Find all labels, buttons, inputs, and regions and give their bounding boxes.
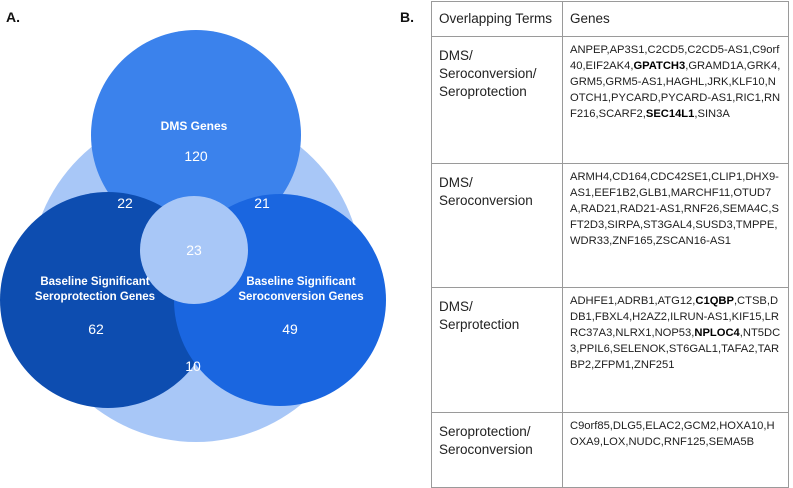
overlap-term-line: DMS/ <box>439 299 473 314</box>
seroprotection-label-line1: Baseline Significant <box>40 276 149 288</box>
highlighted-gene: SEC14L1 <box>645 108 695 120</box>
gene-list-text: ,GRAMD1A,GRK4,GRM5,GRM5-AS1,HAGHL,JRK,KL… <box>570 60 781 120</box>
gene-list-cell: ADHFE1,ADRB1,ATG12,C1QBP,CTSB,DDB1,FBXL4… <box>562 287 789 413</box>
panel-b-label: B. <box>400 9 414 25</box>
header-genes: Genes <box>562 1 789 37</box>
overlap-term-line: DMS/ <box>439 175 473 190</box>
gene-list-text: ADHFE1,ADRB1,ATG12, <box>570 295 696 307</box>
overlap-term-line: Seroconversion/ <box>439 66 537 81</box>
gene-list-text: ,SIN3A <box>694 108 730 120</box>
gene-list-cell: C9orf85,DLG5,ELAC2,GCM2,HOXA10,HOXA9,LOX… <box>562 412 789 488</box>
overlap-term-line: Serprotection <box>439 317 520 332</box>
gene-list-text: ,CTSB,DDB1,FBXL4,H2AZ2,ILRUN-AS1,KIF15,L… <box>570 295 779 339</box>
gene-list-cell: ANPEP,AP3S1,C2CD5,C2CD5-AS1,C9orf40,EIF2… <box>562 36 789 164</box>
venn-set-dms-circle <box>91 30 301 240</box>
dms-genes-count: 120 <box>184 148 208 164</box>
gene-list-cell: ARMH4,CD164,CDC42SE1,CLIP1,DHX9-AS1,EEF1… <box>562 163 789 288</box>
all-three-count: 23 <box>186 242 202 258</box>
overlap-term-cell: Seroprotection/Seroconversion <box>431 412 563 488</box>
dms-genes-label: DMS Genes <box>161 119 228 133</box>
table-header-row: Overlapping Terms Genes <box>431 1 789 37</box>
highlighted-gene: C1QBP <box>695 295 734 307</box>
gene-list-text: ,NT5DC3,PPIL6,SELENOK,ST6GAL1,TAFA2,TARB… <box>570 327 781 371</box>
overlap-term-cell: DMS/Seroconversion <box>431 163 563 288</box>
dms-seroconversion-count: 21 <box>254 195 270 211</box>
seroprotection-label-line2: Seroprotection Genes <box>35 291 155 303</box>
gene-list-text: ANPEP,AP3S1,C2CD5,C2CD5-AS1,C9orf40,EIF2… <box>570 44 780 72</box>
overlap-term-cell: DMS/Serprotection <box>431 287 563 413</box>
overlap-term-line: DMS/ <box>439 48 473 63</box>
header-overlapping-terms: Overlapping Terms <box>431 1 563 37</box>
overlap-term-line: Seroconversion <box>439 442 533 457</box>
venn-diagram: DMS Genes 120 22 21 23 Baseline Signific… <box>0 30 386 442</box>
overlap-term-line: Seroprotection/ <box>439 424 531 439</box>
highlighted-gene: GPATCH3 <box>633 60 686 72</box>
seroconversion-count: 49 <box>282 321 298 337</box>
gene-list-text: C9orf85,DLG5,ELAC2,GCM2,HOXA10,HOXA9,LOX… <box>570 420 775 448</box>
dms-seroprotection-count: 22 <box>117 195 133 211</box>
highlighted-gene: NPLOC4 <box>694 327 740 339</box>
seroconversion-label-line2: Seroconversion Genes <box>238 291 363 303</box>
gene-list-text: ARMH4,CD164,CDC42SE1,CLIP1,DHX9-AS1,EEF1… <box>570 171 779 247</box>
seroconversion-label-line1: Baseline Significant <box>246 276 355 288</box>
panel-a-label: A. <box>6 9 20 25</box>
seroprotection-seroconversion-count: 10 <box>185 358 201 374</box>
seroprotection-count: 62 <box>88 321 104 337</box>
overlapping-terms-table: Overlapping Terms Genes DMS/Seroconversi… <box>431 1 789 488</box>
overlap-term-line: Seroconversion <box>439 193 533 208</box>
overlap-term-cell: DMS/Seroconversion/Seroprotection <box>431 36 563 164</box>
overlap-term-line: Seroprotection <box>439 84 527 99</box>
venn-center-intersection-circle <box>140 196 248 304</box>
